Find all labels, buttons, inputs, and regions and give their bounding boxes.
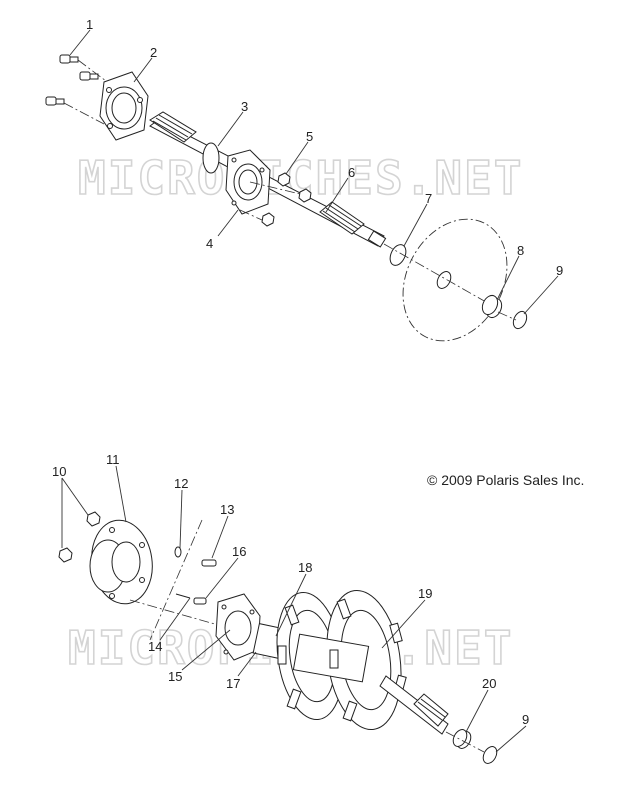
bolt-1-top xyxy=(59,54,79,64)
callout-9-lower: 9 xyxy=(522,712,529,727)
callout-7: 7 xyxy=(425,191,432,206)
callout-2: 2 xyxy=(150,45,157,60)
bolt-1-middle xyxy=(79,71,99,81)
brake-disc xyxy=(402,218,508,342)
callout-12: 12 xyxy=(174,476,188,491)
snap-ring-7 xyxy=(389,244,407,266)
bearing-flange-2 xyxy=(99,71,149,141)
callout-10: 10 xyxy=(52,464,66,479)
nut-10-lower xyxy=(58,547,73,563)
ring-9-upper xyxy=(512,310,528,330)
drive-sprocket-assembly xyxy=(252,590,449,735)
fastener-16 xyxy=(193,597,207,605)
nut-5-middle xyxy=(298,188,312,203)
callout-11: 11 xyxy=(106,452,120,467)
lower-drive-assembly xyxy=(58,465,527,764)
callout-15: 15 xyxy=(168,669,182,684)
bushing-8 xyxy=(481,294,503,319)
callout-9-upper: 9 xyxy=(556,263,563,278)
ring-9-lower xyxy=(482,746,498,764)
shaft-spline-lower xyxy=(413,693,449,727)
washer-12 xyxy=(174,546,182,558)
shaft-spline-left xyxy=(149,111,197,143)
callout-4: 4 xyxy=(206,236,213,251)
nut-10-upper xyxy=(86,511,101,527)
nut-5-upper xyxy=(277,172,291,187)
shaft-collar-3 xyxy=(202,142,220,174)
pin-14 xyxy=(175,593,191,599)
callout-14: 14 xyxy=(148,639,162,654)
callout-8: 8 xyxy=(517,243,524,258)
flange-plate-17 xyxy=(215,593,261,661)
callout-6: 6 xyxy=(348,165,355,180)
bearing-flange-4 xyxy=(225,149,271,215)
bushing-20 xyxy=(452,729,472,749)
callout-18: 18 xyxy=(298,560,312,575)
callout-13: 13 xyxy=(220,502,234,517)
pin-13 xyxy=(201,559,217,567)
callout-19: 19 xyxy=(418,586,432,601)
bearing-housing-11 xyxy=(89,519,153,605)
callout-16: 16 xyxy=(232,544,246,559)
callout-20: 20 xyxy=(482,676,496,691)
shaft-spline-right xyxy=(319,201,365,235)
nut-5-lower xyxy=(261,212,275,227)
upper-shaft-assembly xyxy=(45,29,559,342)
callout-3: 3 xyxy=(241,99,248,114)
callout-17: 17 xyxy=(226,676,240,691)
callout-1: 1 xyxy=(86,17,93,32)
callout-5: 5 xyxy=(306,129,313,144)
copyright-notice: © 2009 Polaris Sales Inc. xyxy=(427,472,584,488)
bolt-1-lower xyxy=(45,96,65,106)
